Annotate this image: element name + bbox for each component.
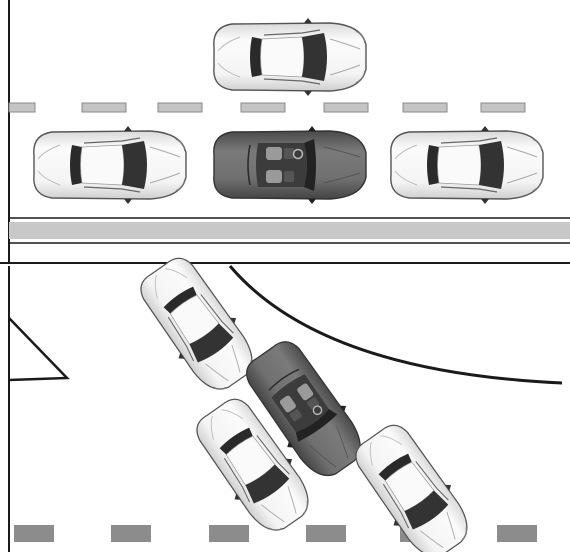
car-subject	[214, 126, 366, 204]
top-lane-dashes	[9, 103, 525, 112]
car-oncoming-lane	[214, 18, 366, 96]
car-parked-rear	[34, 126, 186, 204]
top-panel	[9, 0, 570, 262]
bottom-panel	[9, 249, 562, 552]
car-parked-front	[391, 126, 543, 204]
traffic-island	[9, 318, 67, 380]
top-curb	[9, 218, 570, 243]
car-parked-upper-left	[130, 249, 266, 401]
car-parked-lower-right	[345, 416, 481, 552]
